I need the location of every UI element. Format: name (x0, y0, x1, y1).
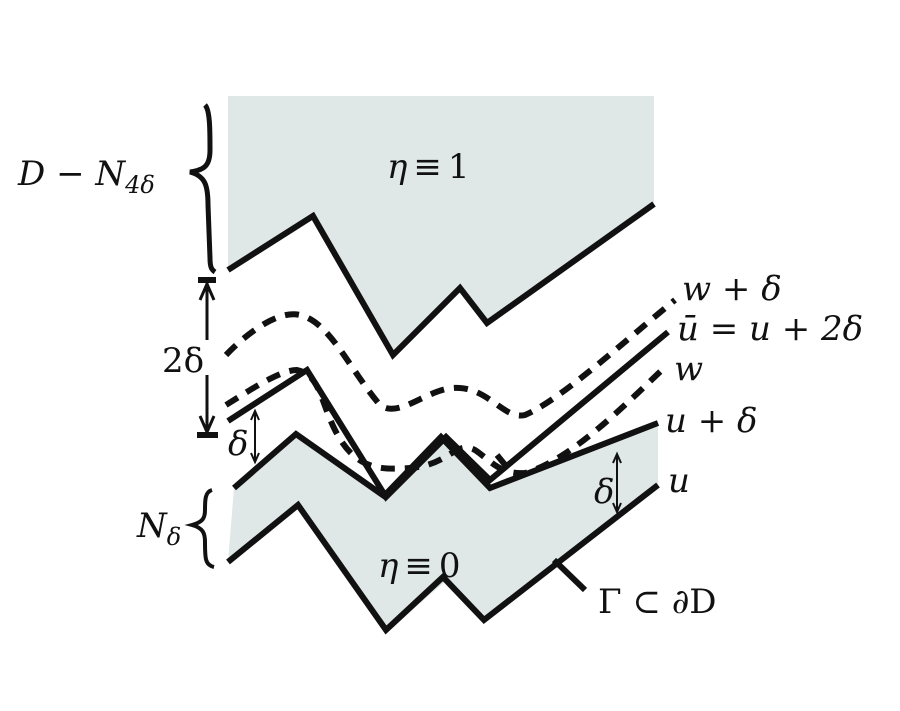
two-delta-label: 2δ (162, 341, 204, 381)
eta-equiv-1-label: η≡1 (387, 147, 470, 187)
u-plus-delta-label: u + δ (665, 401, 757, 441)
region-d-minus-n4delta (228, 96, 654, 355)
delta-arrow-right (612, 451, 622, 515)
brace-d-minus-n4delta (189, 103, 217, 275)
curve-upper-boundary (226, 201, 656, 360)
d-minus-n4delta-label: D − N4δ (17, 154, 155, 199)
n-delta-label: Nδ (136, 506, 181, 551)
brace-n-delta (184, 488, 215, 569)
tick (494, 453, 509, 468)
gamma-label: Γ ⊂ ∂D (598, 582, 717, 622)
delta-right-label: δ (594, 472, 614, 512)
w-plus-delta-label: w + δ (682, 269, 782, 309)
w-label: w (674, 349, 703, 389)
eta-equiv-0-label: η≡0 (378, 546, 461, 586)
delta-arrow-left (250, 408, 260, 465)
delta-left-label: δ (228, 424, 248, 464)
curve-u (226, 482, 660, 635)
curve-w-plus-delta (223, 297, 677, 419)
u-bar-label: ū = u + 2δ (677, 309, 863, 349)
u-label: u (668, 461, 690, 501)
curve-w (224, 364, 668, 477)
region-n-delta (228, 423, 658, 632)
gamma-tick (551, 557, 588, 593)
two-delta-arrow (197, 277, 218, 438)
